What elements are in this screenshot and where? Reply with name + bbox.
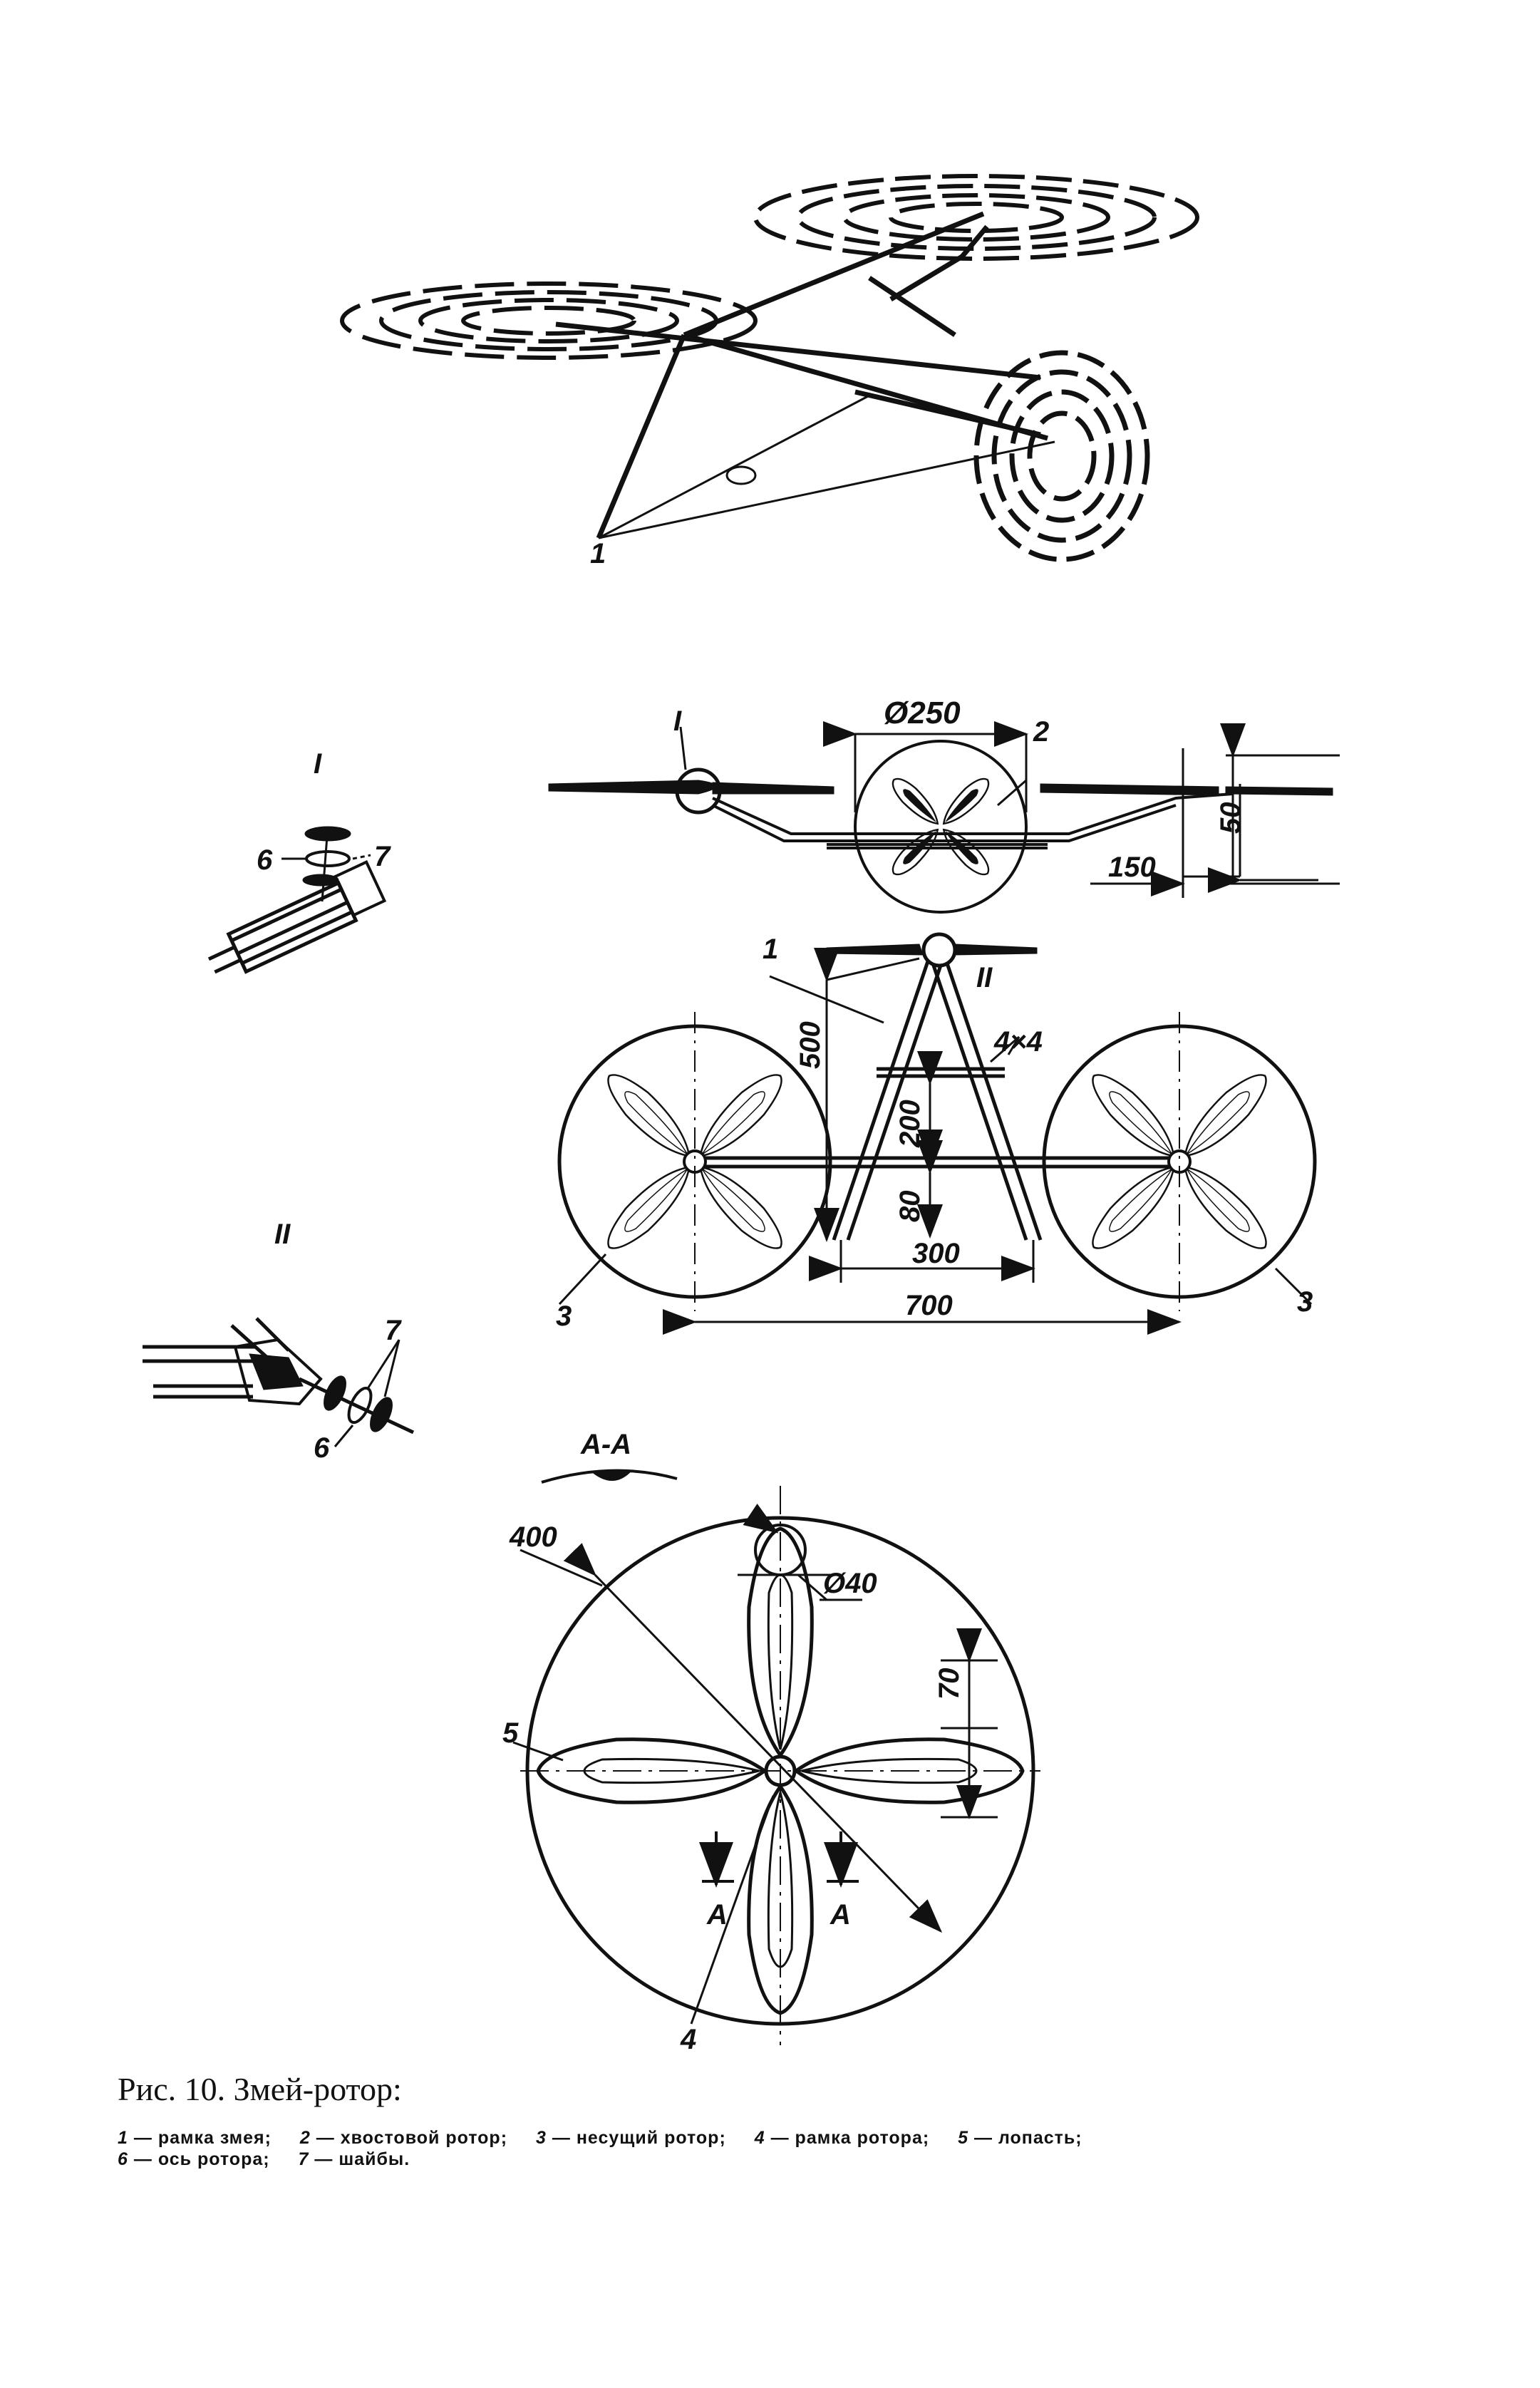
part-label-2: 2 [1033, 716, 1049, 748]
legend-item: 2 — хвостовой ротор; [299, 2128, 508, 2148]
kite-bridle [598, 394, 1055, 539]
section-label: A-A [580, 1429, 631, 1460]
section-mark-right: A [830, 1899, 851, 1930]
right-rotor-blade [1225, 786, 1333, 796]
legend-item: 6 — ось ротора; [118, 2149, 270, 2169]
crossbar-section-label: 4×4 [993, 1026, 1043, 1058]
left-rotor-blade [712, 782, 834, 795]
front-dimensions [558, 948, 1313, 1335]
part-label-7-detail-I: 7 [374, 841, 391, 872]
detail-I [207, 826, 387, 974]
rotor-plan-view [512, 1469, 1040, 2045]
left-rotor-disc [340, 281, 758, 360]
tail-rotor-diameter-label: Ø250 [884, 696, 961, 730]
hub-diameter-label: Ø40 [823, 1568, 877, 1599]
part-label-7-detail-II: 7 [385, 1315, 402, 1346]
legend-item: 5 — лопасть; [958, 2128, 1082, 2148]
figure-legend: 1 — рамка змея; 2 — хвостовой ротор; 3 —… [118, 2127, 1329, 2170]
legend-item: 7 — шайбы. [298, 2149, 410, 2169]
frame-height-label: 500 [795, 1021, 826, 1069]
legend-item: 1 — рамка змея; [118, 2128, 272, 2148]
right-rotor-disc [753, 174, 1199, 261]
base-width-label: 300 [912, 1238, 960, 1269]
part-label-1: 1 [763, 934, 778, 965]
detail-I-label: I [314, 748, 322, 780]
rotor-spacing-label: 700 [905, 1290, 953, 1321]
drawing-labels: I I II II Ø250 50 150 500 4×4 200 80 300… [257, 538, 1313, 2055]
side-view [548, 721, 1340, 914]
part-label-5: 5 [502, 1717, 519, 1749]
detail-I-top-label: I [673, 705, 682, 737]
right-rotor-blade [1040, 783, 1219, 796]
top-tail-rotor [826, 932, 1038, 968]
legend-item: 3 — несущий ротор; [536, 2128, 726, 2148]
perspective-sketch [340, 174, 1199, 562]
detail-II-label: II [274, 1219, 291, 1250]
crossbar-height-label: 200 [894, 1100, 926, 1148]
left-rotor-blade [548, 780, 717, 795]
detail-II [143, 1317, 415, 1447]
side-view-frame [712, 792, 1234, 849]
tail-rotor-disc [973, 350, 1150, 562]
front-view [557, 932, 1317, 1335]
figure-caption-title: Рис. 10. Змей-ротор: [118, 2071, 402, 2107]
section-mark-left: A [706, 1899, 728, 1930]
left-rotor-hub [675, 767, 722, 815]
side-dimensions [679, 721, 1340, 898]
tail-rotor-side [854, 740, 1028, 914]
part-label-3-left: 3 [556, 1301, 572, 1332]
legend-item: 4 — рамка ротора; [754, 2128, 930, 2148]
main-rotor-left [557, 1012, 832, 1311]
main-rotor-right [1042, 1012, 1317, 1311]
lower-bar-height-label: 80 [894, 1191, 926, 1223]
part-label-6-detail-I: 6 [257, 844, 273, 876]
horizontal-offset-label: 150 [1108, 852, 1156, 883]
sketch-frame [555, 211, 1048, 539]
detail-II-top-label: II [976, 962, 993, 993]
rotor-diameter-label: 400 [509, 1521, 557, 1553]
part-label-4: 4 [680, 2024, 696, 2055]
blade-offset-label: 70 [934, 1668, 965, 1700]
vertical-offset-label: 50 [1215, 802, 1246, 834]
part-label-6-detail-II: 6 [314, 1432, 330, 1464]
part-label-1-sketch: 1 [590, 538, 606, 569]
part-label-3-right: 3 [1297, 1286, 1313, 1318]
